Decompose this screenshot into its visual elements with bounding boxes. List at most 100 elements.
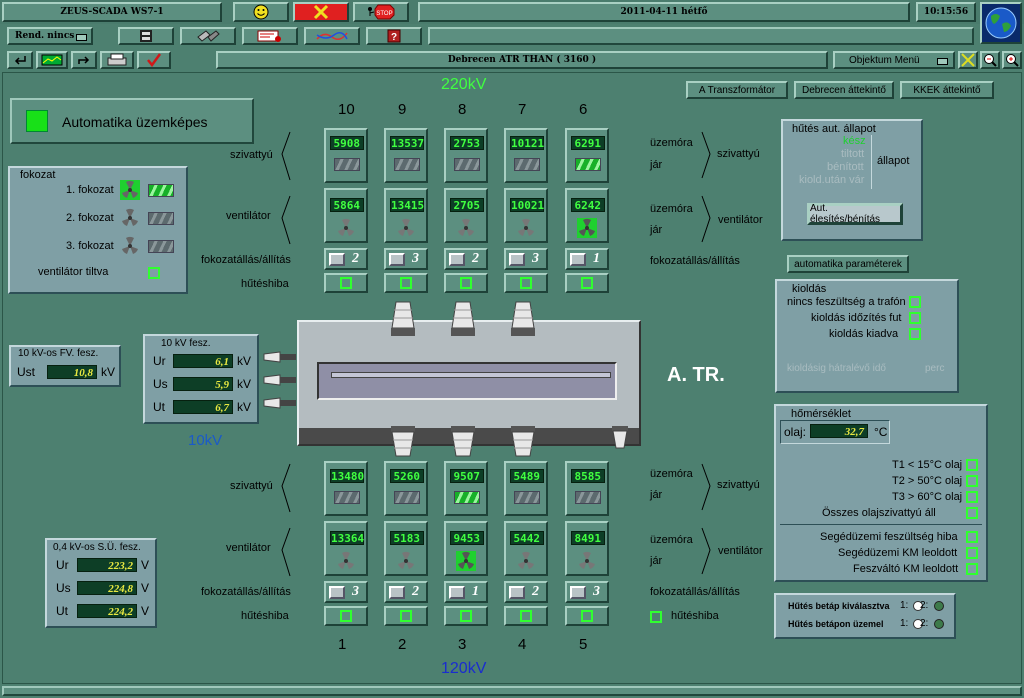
top-step-cell[interactable]: 1 bbox=[565, 248, 609, 270]
pump-run-indicator bbox=[575, 491, 601, 504]
bottom-pump-cell[interactable]: 5489 bbox=[504, 461, 548, 516]
zoom-out-button[interactable] bbox=[980, 51, 1000, 69]
location-title: Debrecen ATR THAN ( 3160 ) bbox=[216, 51, 828, 69]
bottom-pump-cell[interactable]: 13480 bbox=[324, 461, 368, 516]
object-menu[interactable]: Objektum Menü bbox=[833, 51, 955, 69]
top-fan-cell[interactable]: 5864 bbox=[324, 188, 368, 243]
svg-text:STOP: STOP bbox=[376, 11, 392, 17]
fan-hours: 5183 bbox=[390, 531, 424, 545]
aux-voltage-fault: Segédüzemi feszültség hiba bbox=[820, 531, 958, 543]
bottom-unit-number: 4 bbox=[518, 636, 527, 653]
forward-button[interactable] bbox=[71, 51, 97, 69]
step-value: 2 bbox=[532, 584, 539, 599]
bottom-fan-cell[interactable]: 8491 bbox=[565, 521, 609, 576]
nav-transformer[interactable]: A Transzformátor bbox=[686, 81, 788, 99]
bottom-fan-cell[interactable]: 13364 bbox=[324, 521, 368, 576]
bottom-step-cell[interactable]: 2 bbox=[504, 581, 548, 603]
step-button[interactable] bbox=[570, 253, 586, 266]
top-pump-cell[interactable]: 13537 bbox=[384, 128, 428, 183]
fan-hours: 8491 bbox=[571, 531, 605, 545]
top-step-cell[interactable]: 2 bbox=[444, 248, 488, 270]
chart-button[interactable] bbox=[36, 51, 68, 69]
back-button[interactable] bbox=[7, 51, 33, 69]
step-button[interactable] bbox=[389, 253, 405, 266]
fokozat-3-indicator bbox=[148, 240, 174, 253]
top-pump-cell[interactable]: 2753 bbox=[444, 128, 488, 183]
rend-dropdown[interactable]: Rend. nincs bbox=[7, 27, 93, 45]
zoom-in-button[interactable] bbox=[1002, 51, 1022, 69]
check-button[interactable] bbox=[137, 51, 171, 69]
cooling-auto-state: állapot bbox=[877, 155, 910, 167]
bushing-icon bbox=[612, 426, 628, 449]
trend-button[interactable] bbox=[304, 27, 360, 45]
fokozat-3: 3. fokozat bbox=[66, 240, 114, 252]
fault-checkbox bbox=[581, 610, 593, 622]
kv10-ur-label: Ur bbox=[153, 354, 166, 368]
step-button[interactable] bbox=[509, 586, 525, 599]
bottom-fan-cell[interactable]: 5183 bbox=[384, 521, 428, 576]
step-button[interactable] bbox=[449, 586, 465, 599]
cooling-auto-button[interactable]: Aut. élesítés/bénítás bbox=[807, 203, 903, 225]
oil-label: olaj: bbox=[784, 425, 807, 439]
pump-run-indicator bbox=[334, 158, 360, 171]
top-fan-cell[interactable]: 2705 bbox=[444, 188, 488, 243]
pump-hours: 5908 bbox=[330, 136, 364, 150]
top-fan-cell[interactable]: 13415 bbox=[384, 188, 428, 243]
report-button[interactable] bbox=[242, 27, 298, 45]
step-value: 2 bbox=[412, 584, 419, 599]
bottom-fan-cell[interactable]: 5442 bbox=[504, 521, 548, 576]
alarm-button[interactable] bbox=[293, 2, 349, 22]
step-button[interactable] bbox=[389, 586, 405, 599]
top-pump-cell[interactable]: 10121 bbox=[504, 128, 548, 183]
step-button[interactable] bbox=[329, 253, 345, 266]
temp-t2-checkbox bbox=[966, 475, 978, 487]
bottom-unit-number: 1 bbox=[338, 636, 347, 653]
eraser-button[interactable] bbox=[180, 27, 236, 45]
auto-params-button[interactable]: automatika paraméterek bbox=[787, 255, 909, 273]
step-button[interactable] bbox=[570, 586, 586, 599]
step-button[interactable] bbox=[509, 253, 525, 266]
kv10-ut-unit: kV bbox=[237, 400, 252, 414]
cooling-auto-disabled: tiltott bbox=[841, 148, 865, 160]
bottom-step-cell[interactable]: 3 bbox=[565, 581, 609, 603]
nav-overview[interactable]: Debrecen áttekintő bbox=[794, 81, 894, 99]
help-button[interactable]: ? bbox=[366, 27, 422, 45]
top-step-cell[interactable]: 3 bbox=[384, 248, 428, 270]
nav-kkek[interactable]: KKEK áttekintő bbox=[900, 81, 994, 99]
top-fan-cell[interactable]: 6242 bbox=[565, 188, 609, 243]
cooling-auto-panel: hűtés aut. állapot kész tiltott bénított… bbox=[781, 119, 923, 241]
bottom-step-cell[interactable]: 1 bbox=[444, 581, 488, 603]
su-ur-unit: V bbox=[141, 558, 150, 572]
bottom-fan-cell[interactable]: 9453 bbox=[444, 521, 488, 576]
pump-hours: 13480 bbox=[330, 469, 365, 483]
top-pump-cell[interactable]: 5908 bbox=[324, 128, 368, 183]
top-step-cell[interactable]: 3 bbox=[504, 248, 548, 270]
top-step-cell[interactable]: 2 bbox=[324, 248, 368, 270]
fan-hours: 10021 bbox=[510, 198, 545, 212]
aux-km-checkbox bbox=[966, 547, 978, 559]
smiley-button[interactable] bbox=[233, 2, 289, 22]
step-button[interactable] bbox=[449, 253, 465, 266]
kv10-us-label: Us bbox=[153, 377, 168, 391]
bottom-step-cell[interactable]: 3 bbox=[324, 581, 368, 603]
bottom-fault-cell bbox=[384, 606, 428, 626]
print-button[interactable] bbox=[100, 51, 134, 69]
film-button[interactable] bbox=[118, 27, 174, 45]
step-button[interactable] bbox=[329, 586, 345, 599]
forward-arrow-icon bbox=[78, 56, 90, 64]
stop-button[interactable]: STOP bbox=[353, 2, 409, 22]
temp-t3-checkbox bbox=[966, 491, 978, 503]
top-pump-cell[interactable]: 6291 bbox=[565, 128, 609, 183]
stop-sign-icon: STOP bbox=[368, 4, 395, 20]
bottom-pump-cell[interactable]: 9507 bbox=[444, 461, 488, 516]
globe-icon[interactable] bbox=[980, 2, 1022, 44]
bottom-step-cell[interactable]: 2 bbox=[384, 581, 428, 603]
top-unit-number: 8 bbox=[458, 101, 467, 118]
bottom-pump-cell[interactable]: 8585 bbox=[565, 461, 609, 516]
fan-hours: 5864 bbox=[330, 198, 364, 212]
top-fan-cell[interactable]: 10021 bbox=[504, 188, 548, 243]
zoom-fit-button[interactable] bbox=[958, 51, 978, 69]
bottom-pump-cell[interactable]: 5260 bbox=[384, 461, 428, 516]
bottom-fault-cell bbox=[324, 606, 368, 626]
supply-panel: Hűtés betáp kiválasztva 1: 2: Hűtés betá… bbox=[774, 593, 956, 639]
